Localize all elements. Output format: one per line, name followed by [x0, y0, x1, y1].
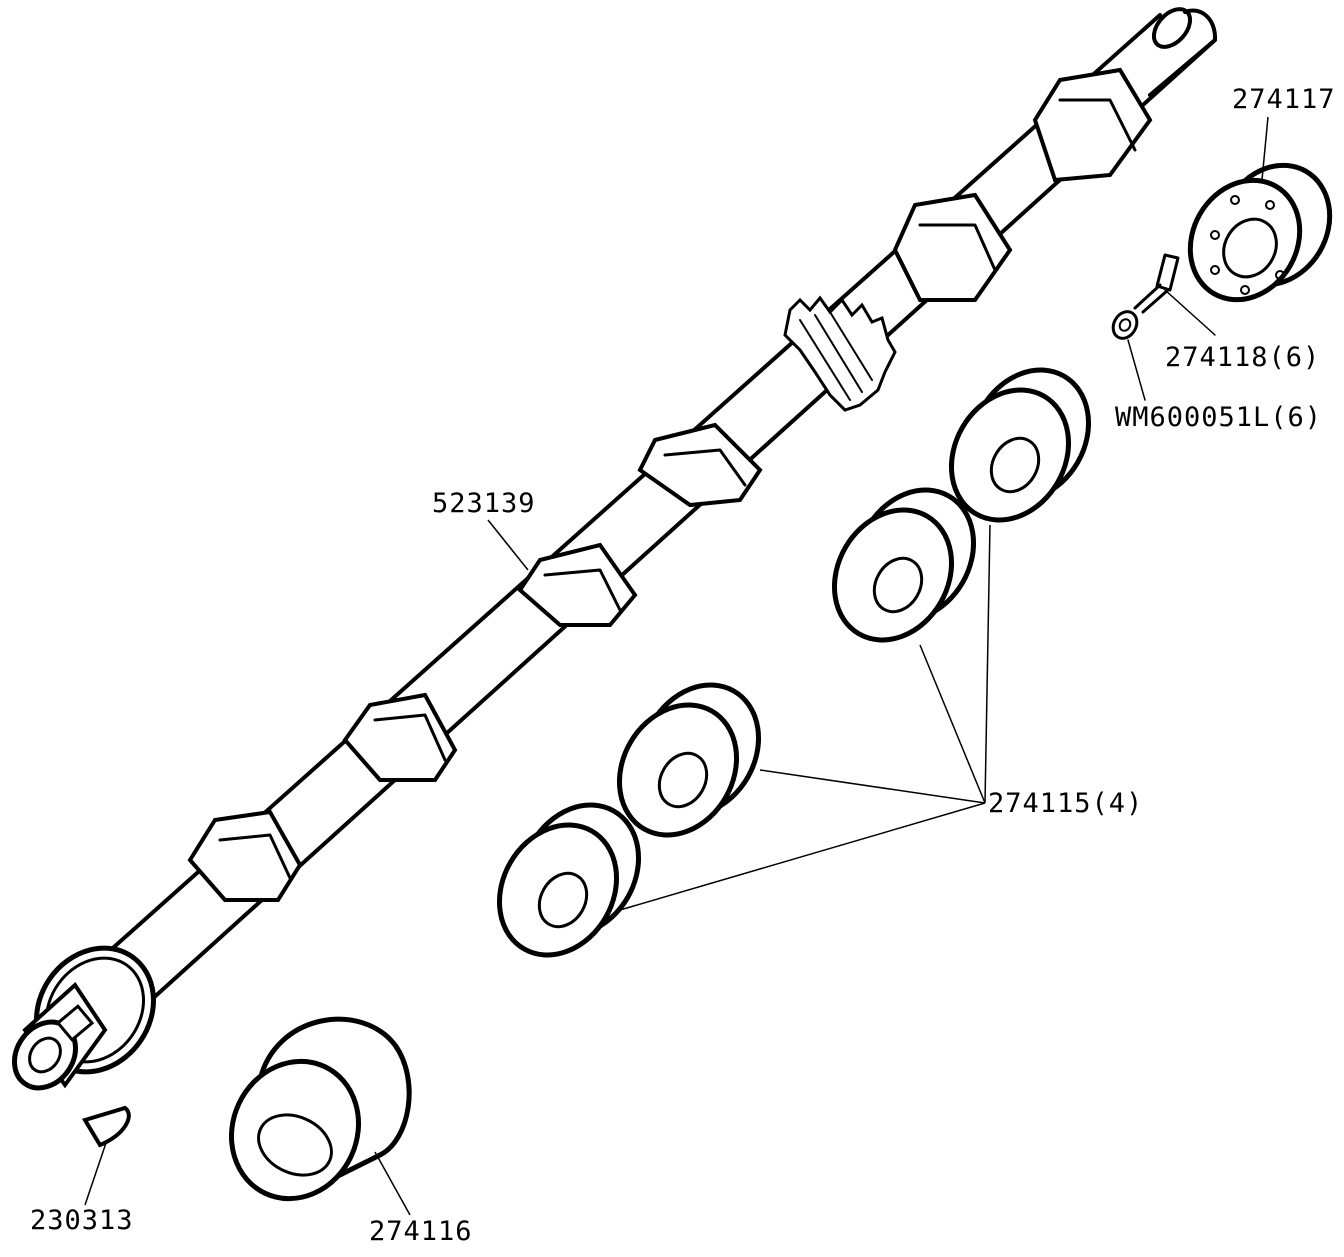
camshaft-lobe-6	[187, 809, 303, 902]
bearing-274115-a	[948, 367, 1092, 523]
camshaft-lobe-1	[1032, 67, 1153, 183]
part-label-274118: 274118(6)	[1165, 342, 1321, 373]
camshaft-lobe-5	[342, 692, 458, 782]
rear-bearing-274117	[1187, 162, 1333, 303]
washer-wm600051l	[1111, 310, 1146, 401]
part-label-274115: 274115(4)	[988, 788, 1144, 819]
part-label-230313: 230313	[30, 1205, 134, 1236]
screw-274118	[1133, 253, 1216, 336]
camshaft-gear	[783, 295, 897, 412]
bearing-274115-b	[831, 487, 977, 643]
camshaft-front-flange	[12, 945, 156, 1091]
bearing-274115-c	[616, 682, 762, 838]
camshaft	[12, 7, 1218, 1091]
part-label-523139: 523139	[432, 488, 536, 519]
camshaft-lobe-4	[517, 542, 638, 627]
part-label-274116: 274116	[369, 1216, 473, 1247]
leader-lines	[84, 116, 1269, 1216]
camshaft-lobe-2	[892, 192, 1013, 302]
part-label-wm600051l: WM600051L(6)	[1115, 402, 1323, 433]
camshaft-lobe-3	[637, 422, 763, 508]
front-bearing-274116	[228, 1016, 412, 1202]
woodruff-key-230313	[81, 1105, 131, 1148]
bearing-274115-d	[496, 802, 642, 958]
part-label-274117: 274117	[1232, 84, 1336, 115]
